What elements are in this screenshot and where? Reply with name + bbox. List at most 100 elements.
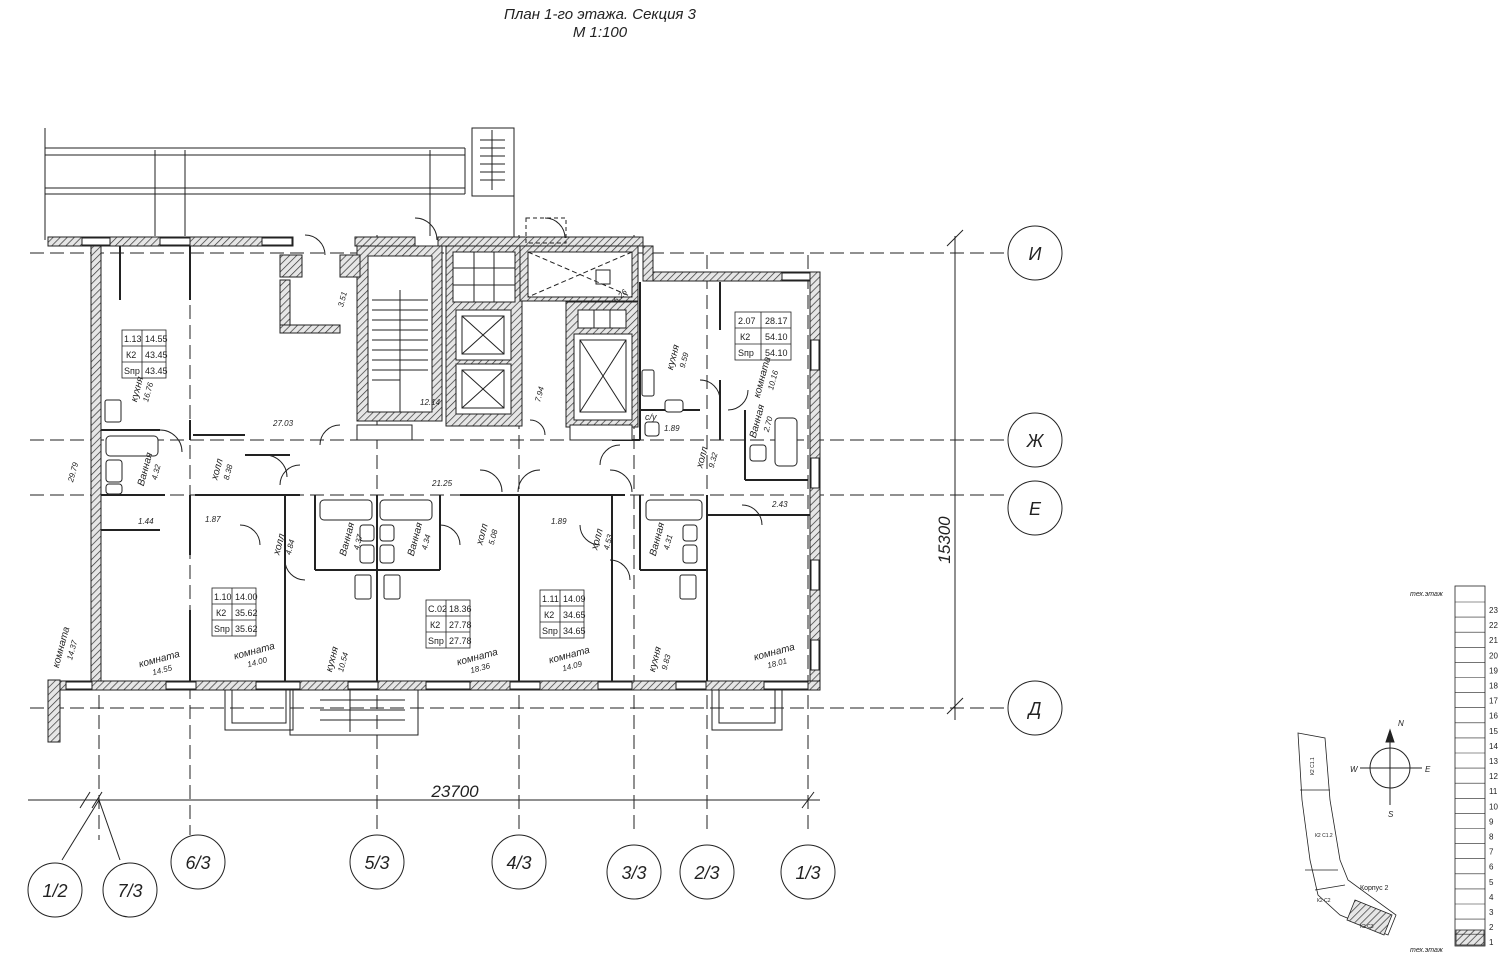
apt-2-s: Sпр — [214, 624, 230, 634]
axis-label-3-3: 3/3 — [621, 863, 646, 883]
floor-number: 16 — [1489, 712, 1498, 721]
axis-label-e: Е — [1029, 499, 1042, 519]
room-area: 2.70 — [762, 415, 775, 434]
room-area: 4.32 — [150, 463, 163, 481]
keyplan-label: К2 С2 — [1317, 898, 1331, 904]
apt-2-living: 14.00 — [235, 592, 258, 602]
dimension-height: 15300 — [935, 516, 954, 564]
key-plan — [1297, 732, 1397, 936]
axis-label-zh: Ж — [1026, 431, 1045, 451]
axis-label-7-3: 7/3 — [117, 881, 142, 901]
apt-4-num: 1.11 — [542, 594, 559, 604]
apt-5-s-val: 54.10 — [765, 348, 788, 358]
axis-label-1-2: 1/2 — [42, 881, 67, 901]
apt-4-s-val: 34.65 — [563, 626, 586, 636]
apt-5-num: 2.07 — [738, 316, 756, 326]
compass-e: E — [1425, 765, 1431, 774]
apt-5-s: Sпр — [738, 348, 754, 358]
room-area: 5.08 — [487, 528, 500, 546]
floor-number: 17 — [1489, 697, 1498, 706]
stair-core — [356, 217, 639, 441]
floor-number: 6 — [1489, 863, 1494, 872]
room-area: 4.34 — [420, 533, 433, 551]
keyplan-building: Корпус 2 — [1360, 885, 1389, 892]
floor-number: 3 — [1489, 908, 1494, 917]
apt-5-k-val: 54.10 — [765, 332, 788, 342]
axis-label-5-3: 5/3 — [364, 853, 389, 873]
compass-icon — [1360, 728, 1422, 805]
vestibule — [279, 254, 361, 334]
apt-1-k: К2 — [126, 350, 136, 360]
floor-number: 12 — [1489, 772, 1498, 781]
apt-2-k-val: 35.62 — [235, 608, 258, 618]
room-area: 21.25 — [431, 479, 453, 488]
apartment-tables — [121, 311, 792, 649]
interior-walls — [101, 246, 810, 681]
apt-3-num: С.02 — [428, 604, 447, 614]
floor-scale — [1454, 585, 1486, 947]
room-area: 8.38 — [222, 463, 235, 481]
floor-number: 14 — [1489, 742, 1498, 751]
apt-4-k: К2 — [544, 610, 554, 620]
letter-axis-bubbles — [1007, 225, 1063, 736]
room-area: 1.89 — [551, 517, 567, 526]
floor-number: 22 — [1489, 621, 1498, 630]
floor-number: 5 — [1489, 878, 1494, 887]
dimension-lines — [28, 229, 964, 861]
floor-number: 8 — [1489, 833, 1494, 842]
room-area: 4.84 — [284, 538, 297, 556]
compass-w: W — [1350, 765, 1359, 774]
plan-scale: М 1:100 — [572, 24, 628, 41]
floor-scale-top: тех.этаж — [1410, 591, 1444, 598]
apt-4-k-val: 34.65 — [563, 610, 586, 620]
top-terrace — [44, 127, 515, 240]
room-area: 27.03 — [272, 419, 294, 428]
apt-1-s-val: 43.45 — [145, 366, 168, 376]
floor-number: 23 — [1489, 606, 1498, 615]
room-area: 12.14 — [420, 398, 441, 407]
room-area: 1.87 — [205, 515, 221, 524]
apt-2-k: К2 — [216, 608, 226, 618]
apt-3-s: Sпр — [428, 636, 444, 646]
floor-number: 4 — [1489, 893, 1494, 902]
axis-label-i: И — [1029, 244, 1042, 264]
floor-number: 11 — [1489, 787, 1498, 796]
dimension-width: 23700 — [430, 782, 479, 801]
floor-number: 9 — [1489, 817, 1494, 826]
keyplan-label: К2 С1.1 — [1310, 757, 1316, 775]
floor-number: 18 — [1489, 682, 1498, 691]
room-area: 4.53 — [602, 533, 615, 551]
apt-3-k-val: 27.78 — [449, 620, 472, 630]
apt-1-s: Sпр — [124, 366, 140, 376]
plumbing-fixtures — [104, 369, 798, 600]
room-area: 9.32 — [707, 451, 720, 469]
apt-3-k: К2 — [430, 620, 440, 630]
apt-3-living: 18.36 — [449, 604, 472, 614]
room-area: 9.83 — [660, 653, 673, 671]
room-label: с/у — [645, 412, 657, 422]
apt-5-k: К2 — [740, 332, 750, 342]
apt-5-living: 28.17 — [765, 316, 788, 326]
apt-2-s-val: 35.62 — [235, 624, 258, 634]
window-marks — [65, 237, 820, 690]
floor-number: 21 — [1489, 636, 1498, 645]
apt-2-num: 1.10 — [214, 592, 232, 602]
axis-label-d: Д — [1027, 699, 1042, 719]
apt-4-living: 14.09 — [563, 594, 586, 604]
axis-label-6-3: 6/3 — [185, 853, 210, 873]
floor-number: 13 — [1489, 757, 1498, 766]
floor-number: 1 — [1489, 938, 1494, 947]
floor-number: 2 — [1489, 923, 1494, 932]
keyplan-label: К2 С3 — [1360, 924, 1374, 930]
floor-scale-bottom: тех.этаж — [1410, 947, 1444, 954]
room-area: 7.94 — [533, 385, 546, 403]
floor-number: 10 — [1489, 802, 1498, 811]
number-axis-bubbles — [27, 834, 836, 918]
compass-s: S — [1388, 810, 1394, 819]
room-area: 9.59 — [678, 351, 691, 369]
compass-n: N — [1398, 719, 1404, 728]
floor-number: 7 — [1489, 848, 1494, 857]
floor-number: 19 — [1489, 666, 1498, 675]
room-area: 3.51 — [336, 291, 349, 308]
